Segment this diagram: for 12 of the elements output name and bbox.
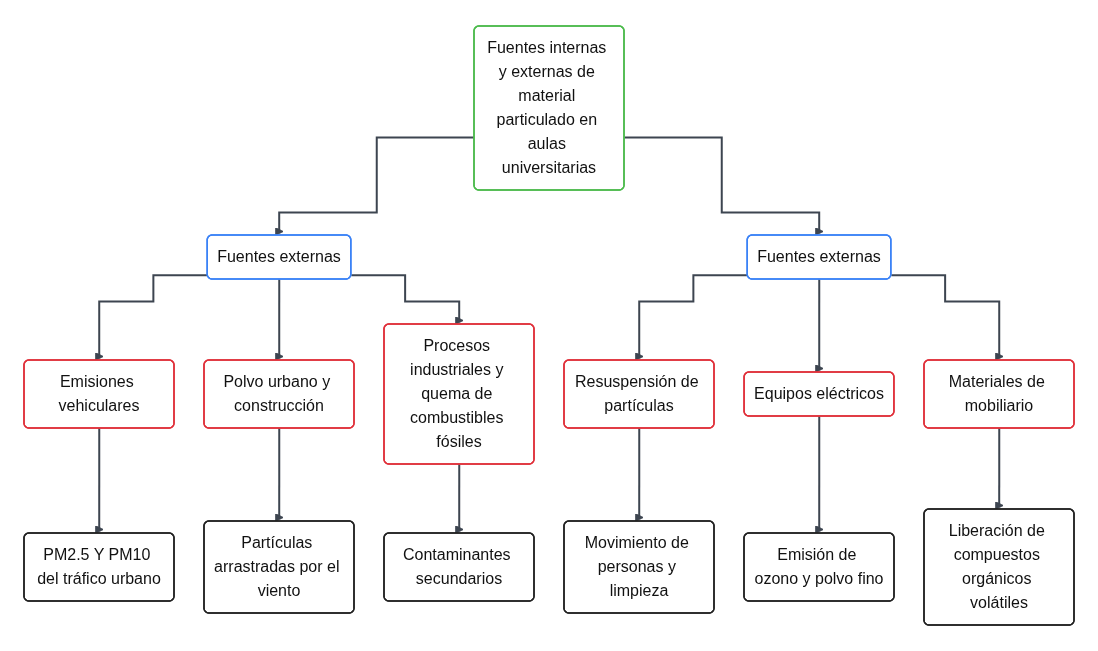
arrow bbox=[350, 274, 464, 325]
arrow bbox=[95, 427, 104, 534]
arrow bbox=[995, 427, 1004, 510]
arrow bbox=[815, 415, 824, 534]
arrow bbox=[275, 278, 284, 361]
arrow bbox=[890, 274, 1004, 361]
arrow bbox=[95, 274, 209, 361]
arrow bbox=[815, 278, 824, 373]
arrow bbox=[455, 463, 464, 534]
arrow bbox=[635, 274, 749, 361]
arrow bbox=[635, 427, 644, 522]
arrow bbox=[275, 427, 284, 522]
